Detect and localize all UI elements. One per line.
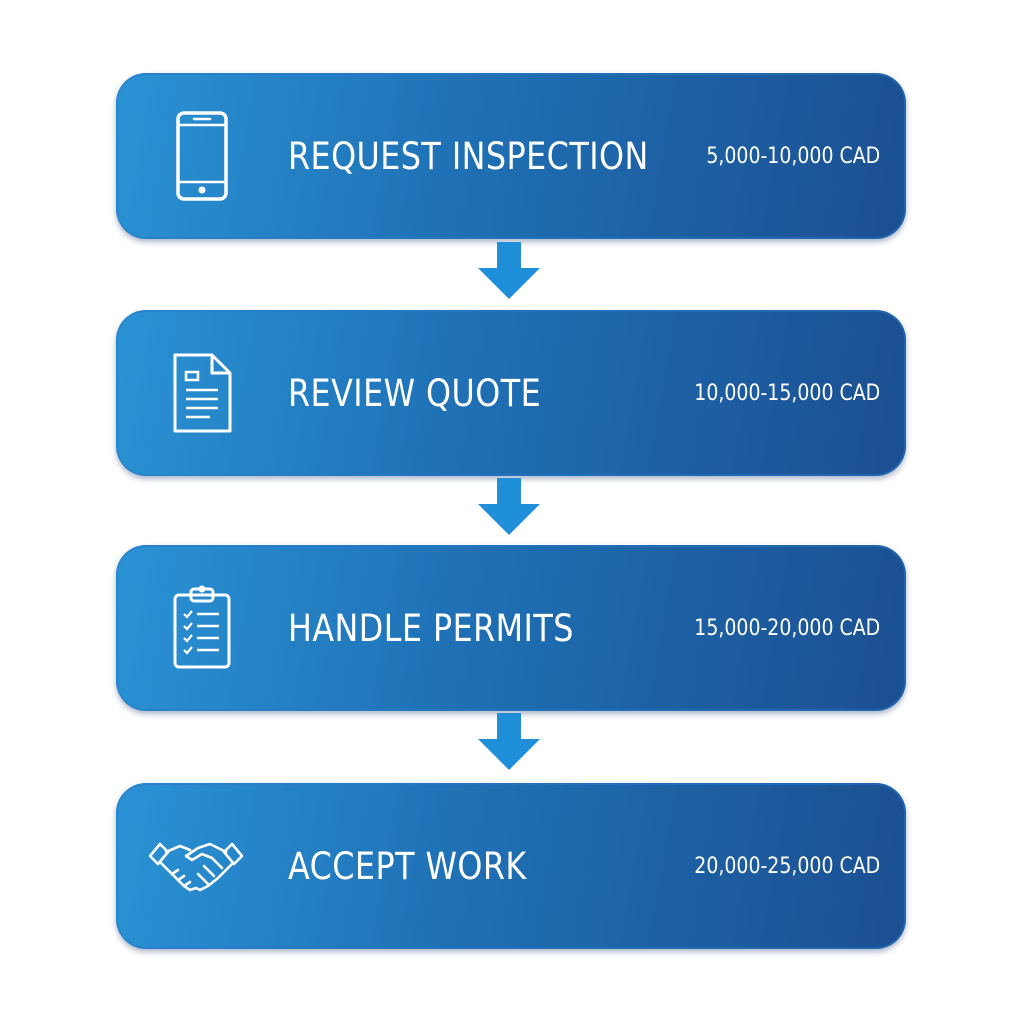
step-label: REVIEW QUOTE [288, 371, 542, 415]
handshake-icon [146, 823, 246, 909]
down-arrow-icon [478, 478, 540, 535]
step-amount: 20,000-25,000 CAD [694, 853, 880, 879]
step-review-quote: REVIEW QUOTE 10,000-15,000 CAD [116, 310, 906, 476]
down-arrow-icon [478, 713, 540, 770]
step-amount: 5,000-10,000 CAD [706, 143, 880, 169]
step-label: HANDLE PERMITS [288, 606, 574, 650]
clipboard-checklist-icon [162, 585, 242, 671]
step-accept-work: ACCEPT WORK 20,000-25,000 CAD [116, 783, 906, 949]
smartphone-icon [162, 111, 242, 201]
step-label: ACCEPT WORK [288, 844, 527, 888]
down-arrow-icon [478, 242, 540, 299]
document-icon [162, 350, 242, 436]
step-amount: 10,000-15,000 CAD [694, 380, 880, 406]
step-handle-permits: HANDLE PERMITS 15,000-20,000 CAD [116, 545, 906, 711]
step-request-inspection: REQUEST INSPECTION 5,000-10,000 CAD [116, 73, 906, 239]
step-amount: 15,000-20,000 CAD [694, 615, 880, 641]
step-label: REQUEST INSPECTION [288, 134, 649, 178]
